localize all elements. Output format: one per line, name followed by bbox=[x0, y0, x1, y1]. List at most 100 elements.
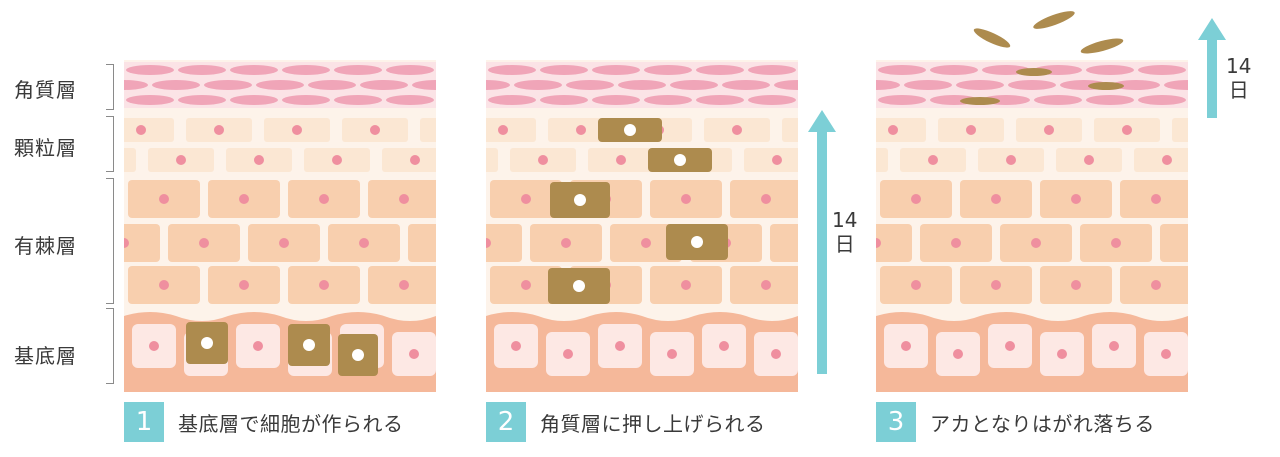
upward-arrow-middle-shaft bbox=[817, 128, 827, 374]
cell-nucleus bbox=[831, 280, 841, 290]
granular-cell bbox=[124, 148, 136, 172]
corneum-cell bbox=[438, 95, 486, 105]
cell-nucleus bbox=[292, 125, 302, 135]
corneum-cell bbox=[488, 95, 536, 105]
corneum-cell bbox=[540, 95, 588, 105]
corneum-cell bbox=[800, 95, 848, 105]
spinous-cell bbox=[486, 224, 522, 262]
migrating-cell-nucleus bbox=[574, 194, 586, 206]
cell-nucleus bbox=[953, 349, 963, 359]
migrating-cell-nucleus bbox=[201, 337, 213, 349]
cell-nucleus bbox=[1200, 125, 1210, 135]
cell-nucleus bbox=[888, 125, 898, 135]
cell-nucleus bbox=[239, 280, 249, 290]
cell-nucleus bbox=[409, 349, 419, 359]
spinous-cell bbox=[408, 224, 436, 262]
cell-nucleus bbox=[448, 125, 458, 135]
corneum-cell bbox=[1138, 65, 1186, 75]
shedding-flake bbox=[960, 97, 1000, 105]
cell-nucleus bbox=[911, 280, 921, 290]
cell-nucleus bbox=[681, 280, 691, 290]
cell-nucleus bbox=[124, 238, 129, 248]
cell-nucleus bbox=[410, 155, 420, 165]
granular-cell bbox=[486, 118, 536, 142]
spinous-cell bbox=[1200, 266, 1272, 304]
cell-nucleus bbox=[1005, 341, 1015, 351]
granular-cell bbox=[782, 118, 798, 142]
corneum-cell bbox=[386, 95, 434, 105]
corneum-cell bbox=[386, 65, 434, 75]
migrating-cell-nucleus bbox=[573, 280, 585, 292]
cell-nucleus bbox=[279, 238, 289, 248]
corneum-cell bbox=[126, 95, 174, 105]
corneum-cell bbox=[1086, 65, 1134, 75]
upward-arrow-right-shaft bbox=[1207, 36, 1217, 118]
cell-nucleus bbox=[176, 155, 186, 165]
panel-3-skin-section bbox=[831, 60, 1278, 392]
granular-cell bbox=[1212, 148, 1278, 172]
corneum-cell bbox=[1164, 80, 1188, 90]
corneum-cell bbox=[644, 65, 692, 75]
corneum-cell bbox=[566, 80, 614, 90]
upward-arrow-middle-head bbox=[808, 110, 836, 132]
cell-nucleus bbox=[239, 194, 249, 204]
granular-cell bbox=[124, 118, 174, 142]
corneum-cell bbox=[282, 95, 330, 105]
corneum-cell bbox=[282, 65, 330, 75]
granular-cell bbox=[744, 148, 798, 172]
cell-nucleus bbox=[214, 125, 224, 135]
corneum-cell bbox=[334, 65, 382, 75]
corneum-cell bbox=[670, 80, 718, 90]
spinous-cell bbox=[770, 224, 798, 262]
cell-nucleus bbox=[159, 194, 169, 204]
cell-nucleus bbox=[511, 341, 521, 351]
corneum-cell bbox=[540, 65, 588, 75]
step-1-caption: 1 基底層で細胞が作られる bbox=[124, 402, 404, 442]
cell-nucleus bbox=[521, 280, 531, 290]
corneum-cell bbox=[904, 80, 952, 90]
cell-nucleus bbox=[928, 155, 938, 165]
migrating-cell-nucleus bbox=[674, 154, 686, 166]
bracket-granular bbox=[106, 116, 114, 172]
cell-nucleus bbox=[850, 155, 860, 165]
cell-nucleus bbox=[667, 349, 677, 359]
corneum-cell bbox=[412, 80, 436, 90]
corneum-cell bbox=[438, 65, 486, 75]
spinous-cell bbox=[1200, 180, 1272, 218]
arrows-and-flakes bbox=[808, 11, 1226, 374]
corneum-cell bbox=[230, 65, 278, 75]
corneum-cell bbox=[436, 95, 484, 105]
corneum-cell bbox=[722, 80, 770, 90]
corneum-cell bbox=[178, 65, 226, 75]
cell-nucleus bbox=[1031, 238, 1041, 248]
corneum-cell bbox=[126, 65, 174, 75]
bracket-stratum-corneum bbox=[106, 64, 114, 110]
cell-nucleus bbox=[719, 341, 729, 351]
cell-nucleus bbox=[561, 238, 571, 248]
cell-nucleus bbox=[498, 125, 508, 135]
shedding-flake bbox=[973, 28, 1011, 48]
cell-nucleus bbox=[370, 125, 380, 135]
corneum-cell bbox=[876, 80, 900, 90]
shedding-flake bbox=[1016, 68, 1052, 76]
cell-nucleus bbox=[1231, 194, 1241, 204]
corneum-cell bbox=[124, 80, 148, 90]
corneum-cell bbox=[74, 65, 122, 75]
cell-nucleus bbox=[1122, 125, 1132, 135]
panel-1-skin-section bbox=[74, 60, 486, 392]
migrating-cell-nucleus bbox=[352, 349, 364, 361]
label-spinous-layer: 有棘層 bbox=[14, 234, 77, 258]
cell-nucleus bbox=[399, 280, 409, 290]
cell-nucleus bbox=[616, 155, 626, 165]
cell-nucleus bbox=[199, 238, 209, 248]
corneum-cell bbox=[644, 95, 692, 105]
corneum-cell bbox=[878, 65, 926, 75]
shedding-flake bbox=[1088, 82, 1124, 90]
corneum-cell bbox=[74, 95, 122, 105]
corneum-cell bbox=[696, 95, 744, 105]
cell-nucleus bbox=[615, 341, 625, 351]
cell-nucleus bbox=[831, 194, 841, 204]
cell-nucleus bbox=[761, 280, 771, 290]
cell-nucleus bbox=[254, 155, 264, 165]
